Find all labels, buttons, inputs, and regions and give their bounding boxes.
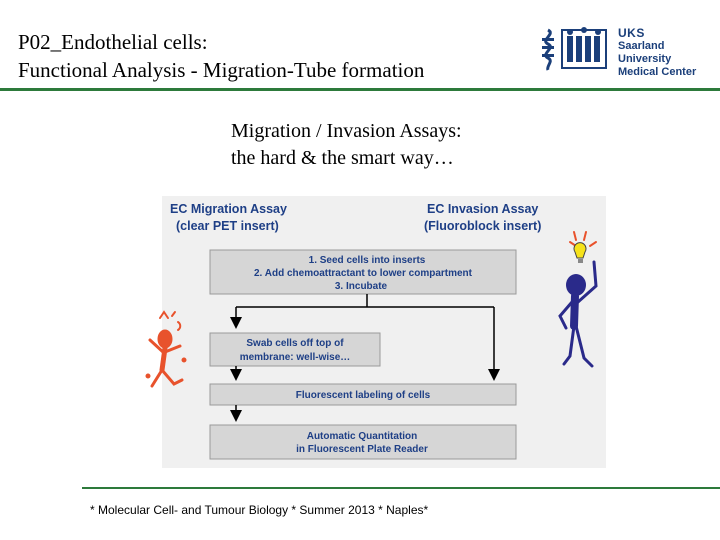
step2-line-2: membrane: well-wise… bbox=[240, 352, 351, 363]
subtitle-line-1: Migration / Invasion Assays: bbox=[231, 120, 462, 142]
step1-line-1: 1. Seed cells into inserts bbox=[309, 255, 426, 266]
logo-line-2: Medical Center bbox=[618, 66, 697, 78]
footer-text: * Molecular Cell- and Tumour Biology * S… bbox=[90, 503, 429, 517]
left-header-line-1: EC Migration Assay bbox=[170, 202, 287, 216]
step4-line-1: Automatic Quantitation bbox=[307, 431, 418, 442]
frustrated-figure-icon bbox=[145, 310, 187, 388]
subtitle: Migration / Invasion Assays: the hard & … bbox=[231, 118, 462, 172]
step3-text: Fluorescent labeling of cells bbox=[296, 390, 431, 401]
left-header-line-2: (clear PET insert) bbox=[176, 219, 279, 233]
logo-line-1: Saarland University bbox=[618, 40, 672, 65]
step-swab-cells: Swab cells off top of membrane: well-wis… bbox=[209, 332, 381, 367]
step-fluorescent-labeling: Fluorescent labeling of cells bbox=[209, 383, 517, 406]
title-divider bbox=[0, 88, 720, 91]
step2-line-1: Swab cells off top of bbox=[246, 338, 344, 349]
caduceus-icon bbox=[542, 27, 607, 71]
step1-line-2: 2. Add chemoattractant to lower compartm… bbox=[254, 268, 473, 279]
title-line-1: P02_Endothelial cells: bbox=[18, 30, 208, 54]
step-quantitation: Automatic Quantitation in Fluorescent Pl… bbox=[209, 424, 517, 460]
subtitle-line-2: the hard & the smart way… bbox=[231, 147, 454, 169]
title-line-2: Functional Analysis - Migration-Tube for… bbox=[18, 58, 425, 82]
university-logo: UKS Saarland University Medical Center bbox=[540, 24, 715, 78]
right-header-line-2: (Fluoroblock insert) bbox=[424, 219, 541, 233]
step1-line-3: 3. Incubate bbox=[335, 281, 388, 292]
footer-divider bbox=[82, 487, 720, 489]
diagram-panel bbox=[162, 196, 606, 468]
step4-line-2: in Fluorescent Plate Reader bbox=[296, 444, 428, 455]
logo-abbr: UKS bbox=[618, 26, 645, 40]
idea-figure-icon bbox=[558, 231, 598, 368]
right-header-line-1: EC Invasion Assay bbox=[427, 202, 538, 216]
slide-title: P02_Endothelial cells: Functional Analys… bbox=[18, 28, 424, 84]
step-seed-cells: 1. Seed cells into inserts 2. Add chemoa… bbox=[209, 249, 517, 295]
